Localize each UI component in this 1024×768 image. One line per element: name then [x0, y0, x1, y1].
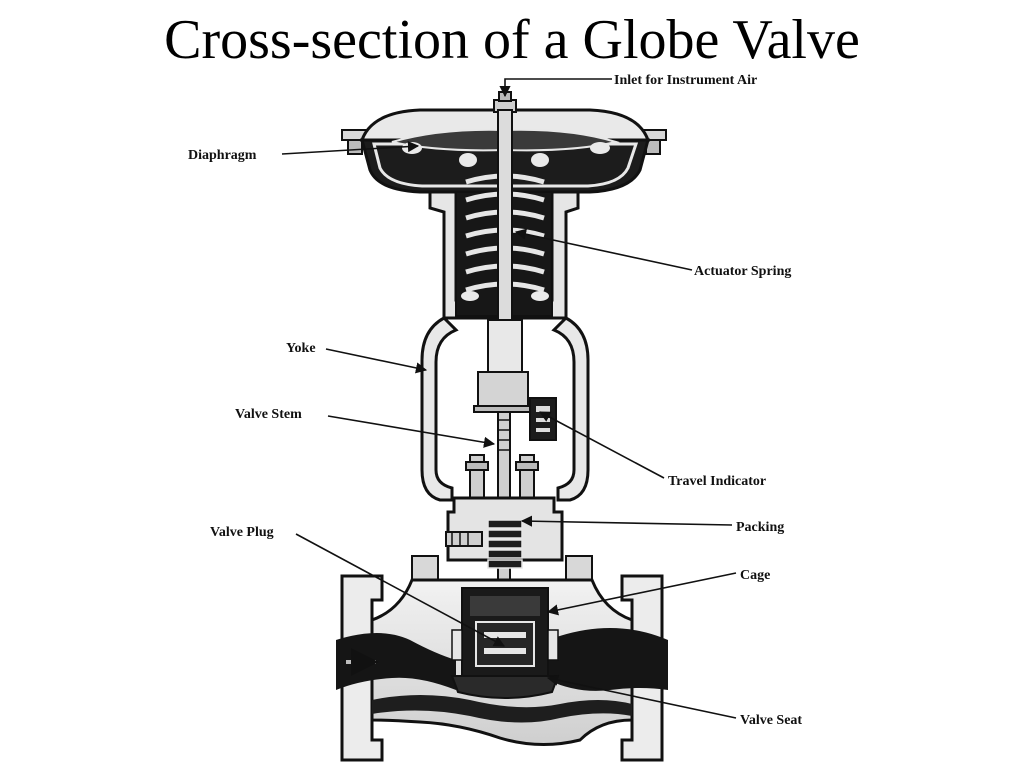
label-cage: Cage — [740, 568, 770, 583]
label-packing: Packing — [736, 520, 784, 535]
page-title: Cross-section of a Globe Valve — [164, 9, 860, 71]
label-inlet: Inlet for Instrument Air — [614, 73, 757, 88]
valve-plug — [475, 621, 535, 667]
labels: Inlet for Instrument Air Diaphragm Actua… — [188, 73, 802, 728]
label-valve-seat: Valve Seat — [740, 713, 802, 728]
label-travel-indicator: Travel Indicator — [668, 474, 766, 489]
leader-lines — [281, 78, 737, 719]
packing-rings — [487, 519, 523, 569]
label-yoke: Yoke — [286, 341, 316, 356]
bonnet — [445, 454, 564, 569]
label-actuator-spring: Actuator Spring — [694, 264, 791, 279]
label-diaphragm: Diaphragm — [188, 148, 257, 163]
label-valve-plug: Valve Plug — [210, 525, 274, 540]
label-valve-stem: Valve Stem — [235, 407, 302, 422]
valve-seat — [450, 675, 560, 699]
trim — [450, 587, 560, 699]
yoke — [420, 316, 590, 502]
